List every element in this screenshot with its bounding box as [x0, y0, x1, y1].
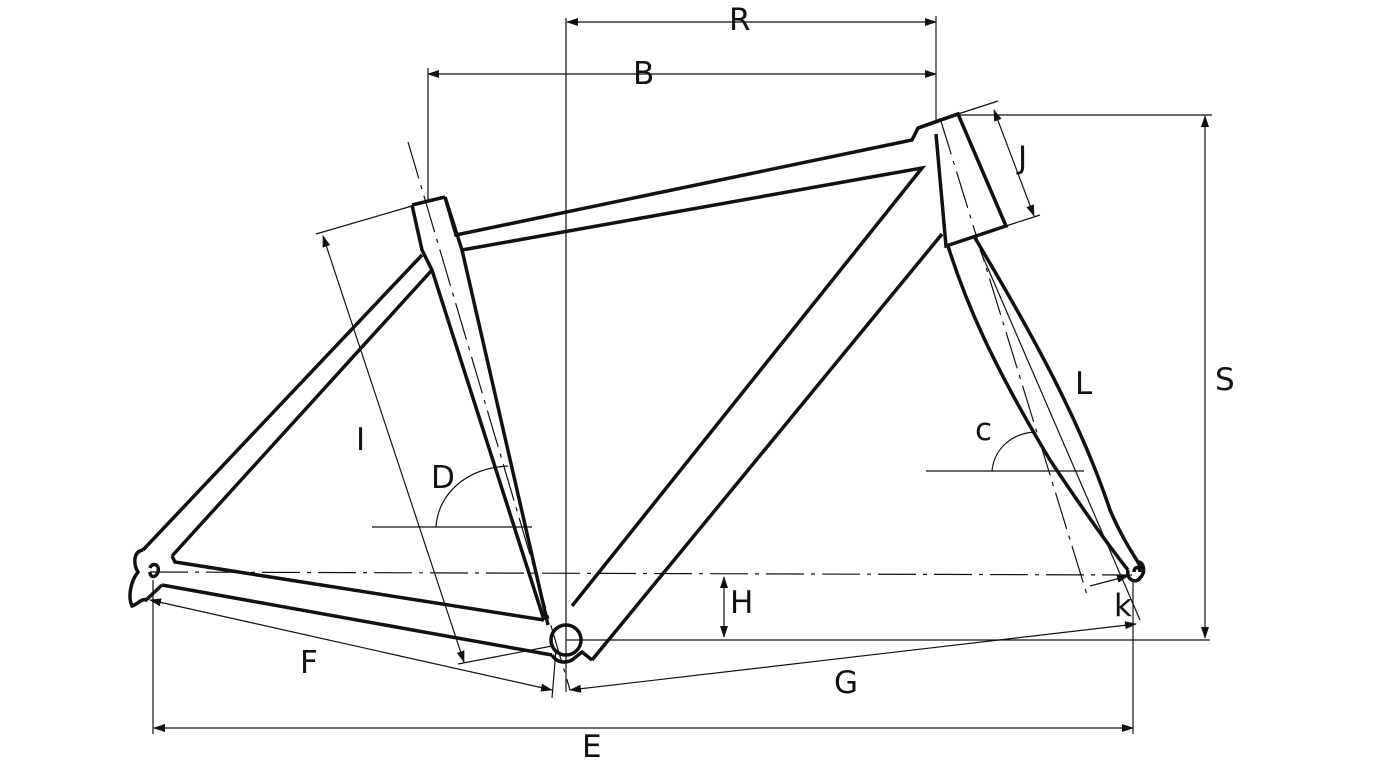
top-tube-lower-edge: [461, 165, 927, 608]
label-i: I: [356, 422, 365, 458]
head-tube: [917, 111, 1009, 249]
label-k: k: [1114, 588, 1132, 624]
seat-tube-front-edge: [443, 196, 550, 626]
dimension-labels: R B J S L c I D H k F G E: [300, 2, 1235, 765]
fork-blade-front: [973, 237, 1144, 571]
chain-stay-lower: [161, 583, 553, 657]
dim-k-line: [1089, 574, 1129, 587]
seat-tube-rear-edge: [410, 204, 546, 621]
label-d: D: [431, 460, 455, 496]
rear-dropout: [128, 548, 164, 609]
seat-tube-axis: [407, 141, 571, 691]
label-h: H: [730, 585, 753, 621]
frame-outline: [128, 111, 1146, 664]
down-tube-front-edge: [590, 232, 944, 662]
dim-g-line: [569, 621, 1137, 693]
dim-j-line: [993, 109, 1035, 217]
dim-j-ext-top: [957, 100, 999, 115]
dimension-lines: [149, 16, 1212, 734]
label-b: B: [633, 56, 654, 92]
dim-i-ext-top: [315, 205, 413, 235]
chain-stay-upper: [170, 555, 545, 622]
seat-stay-outer: [141, 253, 424, 552]
wheel-axle-line: [149, 571, 1133, 576]
seat-stay-inner: [170, 268, 434, 558]
dim-i-line: [322, 235, 465, 663]
label-j: J: [1016, 140, 1027, 176]
label-g: G: [834, 665, 858, 701]
label-r: R: [729, 2, 751, 38]
dim-i-ext-bot: [457, 645, 553, 665]
front-dropout: [1126, 560, 1146, 583]
dim-j-ext-bot: [1005, 214, 1041, 227]
fork-blade-rear: [946, 245, 1130, 572]
label-e: E: [582, 729, 602, 765]
head-tube-axis: [939, 117, 1089, 599]
label-f: F: [300, 645, 318, 681]
label-c: c: [975, 412, 992, 448]
dim-d-arc: [435, 465, 509, 528]
dim-f-line: [149, 598, 553, 692]
label-s: S: [1215, 362, 1235, 398]
label-l: L: [1075, 366, 1093, 402]
axis-lines: [149, 18, 1210, 692]
dim-f-ext: [551, 649, 557, 699]
dim-c-arc: [991, 431, 1035, 472]
fork-axis: [979, 249, 1141, 621]
